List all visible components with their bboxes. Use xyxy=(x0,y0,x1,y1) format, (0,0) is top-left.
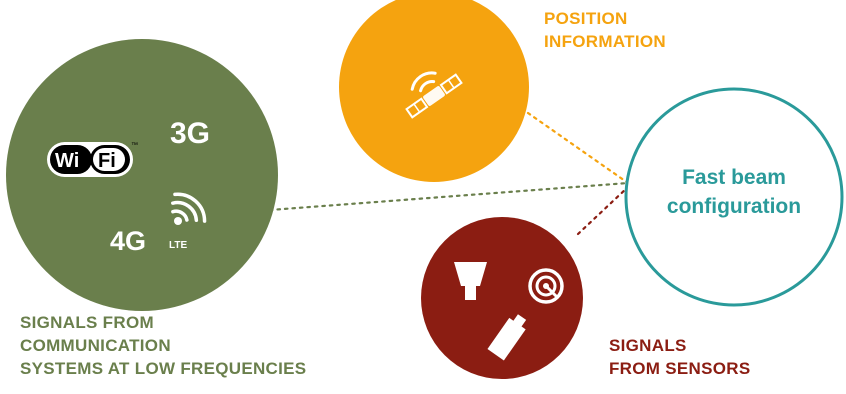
label-4g: 4G xyxy=(110,226,146,256)
label-lte: LTE xyxy=(169,240,187,251)
wifi-logo-icon: Wi Fi ™ xyxy=(47,142,138,177)
radar-icon xyxy=(528,268,564,304)
label-3g: 3G xyxy=(170,117,210,150)
signals-sensors-line1: SIGNALS xyxy=(609,336,687,355)
camera-icon xyxy=(454,262,487,300)
signals-comm-line1: SIGNALS FROM xyxy=(20,313,154,332)
beam-config-circle xyxy=(624,87,844,307)
wifi-right-text: Fi xyxy=(98,150,116,172)
4g-lte-icon: 4G LTE xyxy=(110,192,207,256)
wifi-tm-text: ™ xyxy=(131,142,138,149)
position-information-label: POSITION INFORMATION xyxy=(544,7,764,53)
signals-comm-line2: COMMUNICATION xyxy=(20,336,171,355)
sensors-circle xyxy=(421,217,583,379)
wifi-left-text: Wi xyxy=(55,150,79,172)
connector-comm xyxy=(268,181,630,212)
connector-sensors xyxy=(576,185,630,236)
position-information-text: POSITION INFORMATION xyxy=(544,9,666,51)
signals-comm-line3: SYSTEMS AT LOW FREQUENCIES xyxy=(20,359,307,378)
beam-config-line2: configuration xyxy=(666,195,802,218)
lidar-icon xyxy=(487,314,527,361)
signals-sensors-label: SIGNALS FROM SENSORS xyxy=(609,334,751,380)
signals-communication-label: SIGNALS FROM COMMUNICATION SYSTEMS AT LO… xyxy=(20,311,306,380)
beam-config-label: Fast beam configuration xyxy=(640,163,828,221)
signals-sensors-line2: FROM SENSORS xyxy=(609,359,751,378)
connector-position xyxy=(526,111,630,185)
satellite-icon xyxy=(405,71,463,119)
communication-circle xyxy=(6,39,278,311)
beam-config-line1: Fast beam xyxy=(682,166,786,189)
